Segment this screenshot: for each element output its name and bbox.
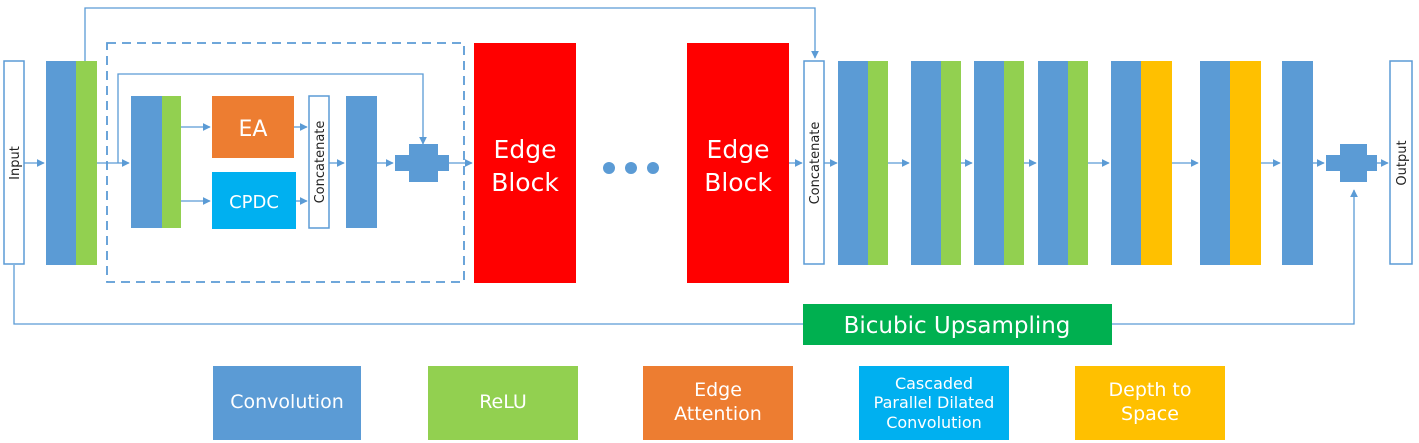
concat-box-inner [308,95,330,229]
ellipsis-dot-3 [647,162,659,174]
ea-label: EA [239,117,268,142]
edge-block-detail-frame [106,42,465,283]
legend-relu-label: ReLU [479,391,527,414]
edge-block-2-label-line2: Block [704,168,772,197]
recon-d2s-2 [1230,61,1261,265]
legend-relu: ReLU [428,366,578,440]
conv-block-inner-2 [346,96,377,228]
ellipsis-dot-2 [625,162,637,174]
recon-conv-2 [911,61,941,265]
recon-relu-1 [868,61,888,265]
legend-convolution: Convolution [213,366,361,440]
recon-conv-7 [1282,61,1313,265]
cpdc-label: CPDC [229,192,279,213]
add-icon-inner [395,144,449,182]
upsampling-label: Bicubic Upsampling [844,313,1071,339]
output-label: Output [1395,140,1410,185]
inner-skip-connection [117,73,427,163]
cpdc-block [212,172,296,229]
legend-convolution-label: Convolution [230,391,344,414]
upsampling-connection [13,189,1358,325]
input-label: Input [8,146,23,180]
recon-d2s-1 [1141,61,1172,265]
legend-depth-to-space-line2: Space [1121,403,1179,425]
recon-relu-4 [1068,61,1088,265]
legend-cpdc: Cascaded Parallel Dilated Convolution [859,366,1009,440]
legend-cpdc-line3: Convolution [886,412,982,432]
recon-relu-2 [941,61,961,265]
legend-cpdc-line1: Cascaded [894,374,974,394]
ellipsis-dot-1 [603,162,615,174]
legend-depth-to-space: Depth to Space [1075,366,1225,440]
edge-block-1 [474,43,576,283]
legend-edge-attention-line1: Edge [694,379,742,402]
recon-conv-5 [1111,61,1141,265]
ea-block [212,96,294,158]
relu-block-inner [162,96,181,228]
edge-block-1-label-line1: Edge [494,135,557,164]
legend-edge-attention: Edge Attention [643,366,793,440]
relu-block-first [76,61,97,265]
edge-block-1-label-line2: Block [491,168,559,197]
recon-conv-1 [838,61,868,265]
edge-block-2-label-line1: Edge [707,135,770,164]
add-icon-outer [1326,144,1377,182]
recon-conv-4 [1038,61,1068,265]
legend-depth-to-space-line1: Depth to [1108,379,1192,402]
recon-conv-6 [1200,61,1230,265]
upsampling-box [803,304,1112,345]
legend-cpdc-line2: Parallel Dilated [873,393,995,413]
edge-block-2 [687,43,789,283]
concat-inner-label: Concatenate [313,121,328,204]
global-skip-connection [84,7,819,61]
concat-outer-label: Concatenate [808,122,823,205]
conv-block-first [46,61,76,265]
output-box [1389,60,1413,265]
conv-block-inner [131,96,162,228]
recon-relu-3 [1004,61,1024,265]
legend-edge-attention-line2: Attention [674,403,762,425]
recon-conv-3 [974,61,1004,265]
